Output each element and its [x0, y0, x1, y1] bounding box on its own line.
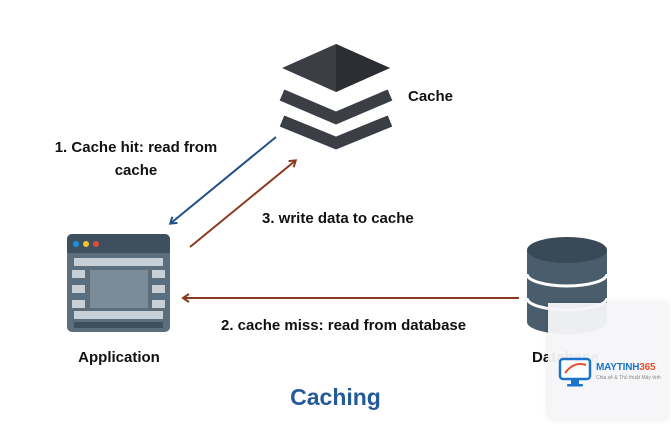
cache-hit-arrow — [168, 136, 277, 225]
cache-stack-icon — [279, 44, 393, 150]
cache-hit-label-line2: cache — [114, 162, 158, 179]
diagram-title: Caching — [290, 384, 381, 410]
cache-hit-label-line1: 1. Cache hit: read from — [54, 139, 218, 156]
cache-miss-label: 2. cache miss: read from database — [221, 317, 467, 334]
write-cache-label: 3. write data to cache — [262, 210, 414, 227]
application-window-icon — [67, 234, 170, 332]
watermark-brand-a: MAYTINH — [596, 362, 640, 373]
cache-label: Cache — [408, 88, 454, 105]
application-label: Application — [78, 349, 160, 366]
watermark-badge: MAYTINH365 Chia sẻ & Thủ thuật Máy tính — [548, 303, 667, 419]
watermark-tagline: Chia sẻ & Thủ thuật Máy tính — [596, 375, 661, 381]
monitor-logo-icon — [558, 357, 592, 387]
watermark-brand: MAYTINH365 — [596, 362, 656, 373]
watermark-brand-b: 365 — [639, 362, 656, 373]
write-to-cache-arrow — [189, 159, 298, 248]
cache-hit-label: 1. Cache hit: read from cache — [48, 136, 224, 182]
